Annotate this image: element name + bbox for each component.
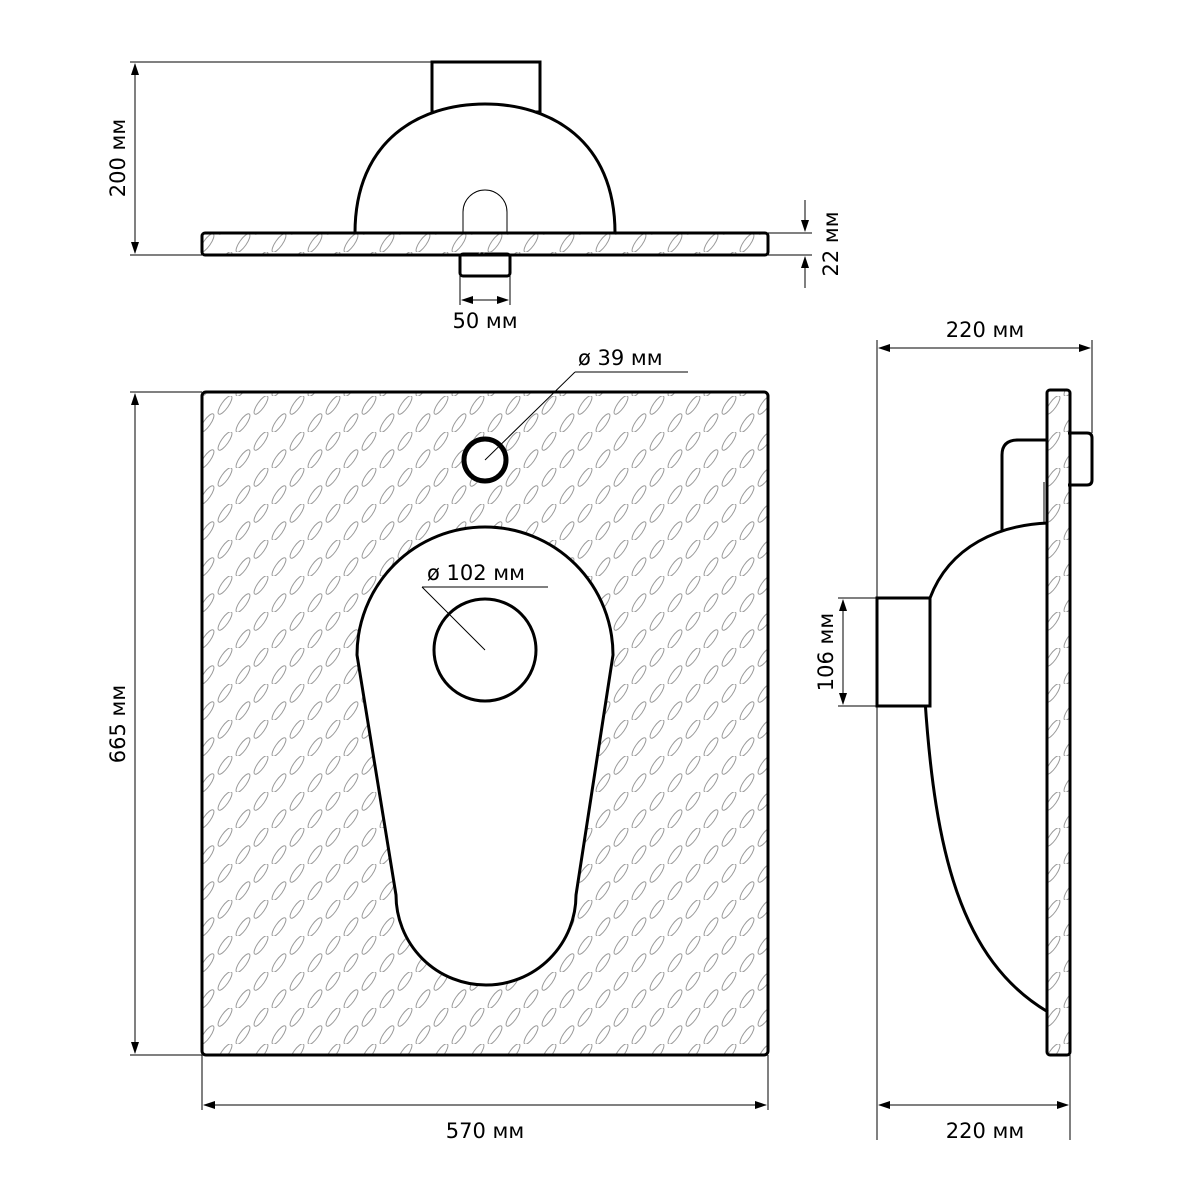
outlet-height-label: 106 мм (814, 613, 838, 691)
rear-pipe (1000, 438, 1048, 532)
top-view: 200 мм 22 мм 50 мм (106, 60, 843, 333)
foot-basin (355, 525, 615, 987)
outlet-width-label: 50 мм (452, 309, 517, 333)
drain-label: ø 102 мм (427, 561, 525, 585)
height-label: 200 мм (106, 119, 130, 197)
dome (353, 102, 617, 234)
bowl-profile (920, 521, 1049, 1014)
depth-bottom-label: 220 мм (946, 1119, 1024, 1143)
thickness-label: 22 мм (819, 211, 843, 276)
width-label: 570 мм (446, 1119, 524, 1143)
side-outlet (875, 596, 932, 708)
bottom-outlet (458, 252, 512, 278)
length-label: 665 мм (106, 685, 130, 763)
depth-top-label: 220 мм (946, 318, 1024, 342)
base-plate (200, 231, 770, 257)
slot (462, 189, 508, 233)
small-hole-label: ø 39 мм (578, 346, 663, 370)
rear-tab (1068, 431, 1094, 487)
side-view: 220 мм 220 мм 106 мм (814, 318, 1094, 1143)
side-plate (1045, 388, 1072, 1057)
front-view: ø 39 мм ø 102 мм 665 мм 570 мм (106, 346, 770, 1143)
